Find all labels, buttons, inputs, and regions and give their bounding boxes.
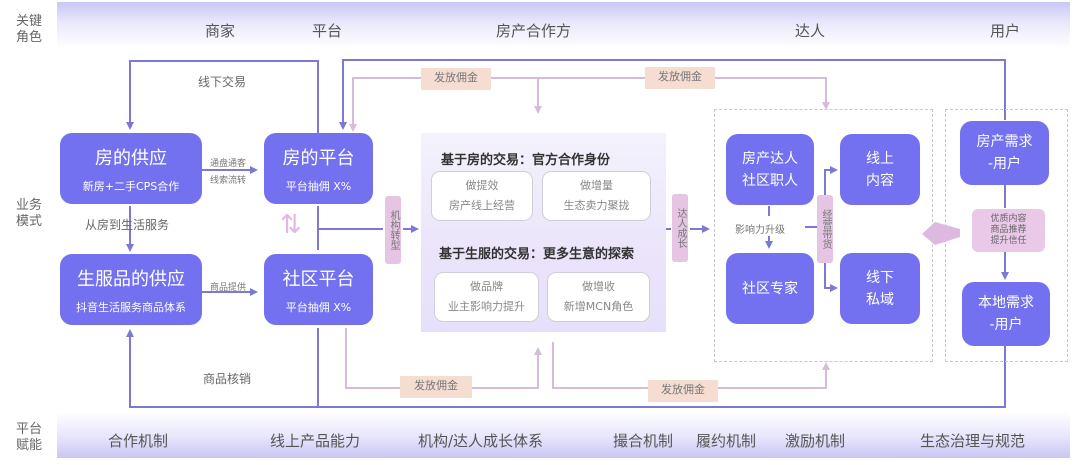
card-increment-desc: 生态卖力聚拢 (563, 199, 630, 212)
card-efficiency-title: 做提效 (465, 179, 499, 192)
card-revenue-title: 做增收 (582, 280, 615, 293)
influence-upgrade-label: 影响力升级 (735, 221, 785, 236)
online-content-box: 线上 内容 (840, 134, 920, 205)
section-house-title: 基于房的交易：官方合作身份 (441, 153, 611, 168)
commission-tag-4: 发放佣金 (648, 380, 718, 402)
org-transform-tag: 机构转型 (385, 196, 401, 264)
card-efficiency: 做提效 房产线上经营 (431, 171, 533, 221)
operate-sell-tag: 经营带货 (817, 195, 833, 263)
capability-fulfillment: 履约机制 (696, 432, 757, 450)
role-platform: 平台 (312, 22, 343, 40)
offline-trade-label: 线下交易 (198, 75, 247, 89)
card-revenue-desc: 新增MCN角色 (563, 300, 634, 313)
house-talent-box: 房产达人 社区职人 (726, 134, 814, 205)
talent-growth-tag: 达人成长 (672, 194, 688, 262)
house-platform-box: 房的平台 平台抽佣 X% (264, 133, 373, 204)
swap-arrows-icon: ⇅ (280, 210, 302, 240)
commission-top-line-3 (538, 77, 830, 110)
card-brand-title: 做品牌 (470, 280, 503, 293)
capability-cooperation: 合作机制 (108, 432, 169, 450)
offline-trade-line (126, 60, 319, 134)
offline-private-box: 线下 私域 (840, 253, 920, 324)
card-brand-desc: 业主影响力提升 (448, 300, 525, 313)
operate-to-offline (824, 263, 838, 292)
role-partner: 房产合作方 (496, 22, 572, 40)
user-to-platform-line (339, 59, 1006, 130)
capability-governance: 生态治理与规范 (920, 432, 1026, 450)
talent-region (714, 109, 933, 362)
capability-online-product: 线上产品能力 (270, 432, 361, 450)
life-supply-subtitle: 抖音生活服务商品体系 (76, 300, 186, 314)
role-merchant: 商家 (205, 22, 236, 40)
life-supply-box: 生服品的供应 抖音生活服务商品体系 (60, 254, 202, 325)
role-user: 用户 (990, 22, 1021, 40)
life-supply-title: 生服品的供应 (77, 268, 185, 290)
platform-enablement-band (57, 412, 1070, 458)
row-label-platform-enablement: 平台 赋能 (15, 422, 42, 453)
commission-tag-2: 发放佣金 (645, 67, 715, 89)
commission-tag-1: 发放佣金 (421, 68, 491, 90)
house-flow-label-1: 通盘通客 (210, 159, 247, 169)
goods-verify-label: 商品核销 (203, 372, 252, 386)
capability-incentive: 激励机制 (785, 432, 846, 450)
goods-verify-line (126, 329, 1006, 408)
house-platform-subtitle: 平台抽佣 X% (285, 179, 352, 193)
card-increment: 做增量 生态卖力聚拢 (542, 171, 651, 221)
commission-tag-3: 发放佣金 (400, 376, 472, 398)
user-region (945, 109, 1068, 362)
house-supply-box: 房的供应 新房+二手CPS合作 (60, 133, 202, 204)
house-platform-title: 房的平台 (282, 147, 355, 169)
house-demand-box: 房产需求 -用户 (960, 121, 1049, 185)
house-to-life-label: 从房到生活服务 (85, 218, 170, 232)
house-supply-subtitle: 新房+二手CPS合作 (82, 179, 180, 193)
row-label-business-model: 业务 模式 (15, 198, 42, 229)
role-talent: 达人 (795, 22, 826, 40)
house-flow-label-2: 线索流转 (210, 176, 247, 186)
community-expert-box: 社区专家 (726, 253, 814, 324)
card-increment-title: 做增量 (580, 179, 613, 192)
operate-to-online (824, 166, 838, 205)
section-life-title: 基于生服的交易：更多生意的探索 (439, 247, 635, 262)
card-efficiency-desc: 房产线上经营 (449, 199, 515, 212)
row-label-key-roles: 关键 角色 (15, 14, 42, 45)
local-demand-box: 本地需求 -用户 (962, 282, 1050, 346)
goods-provide-label: 商品提供 (210, 283, 247, 293)
capability-growth-system: 机构/达人成长体系 (418, 432, 544, 450)
card-revenue: 做增收 新增MCN角色 (547, 272, 650, 322)
community-platform-title: 社区平台 (282, 268, 355, 290)
community-platform-box: 社区平台 平台抽佣 X% (264, 254, 373, 325)
house-supply-title: 房的供应 (95, 147, 167, 169)
community-platform-subtitle: 平台抽佣 X% (285, 300, 352, 314)
card-brand: 做品牌 业主影响力提升 (434, 272, 539, 322)
partner-panel: 基于房的交易：官方合作身份 做提效 房产线上经营 做增量 生态卖力聚拢 基于生服… (421, 133, 666, 332)
capability-matching: 撮合机制 (613, 432, 674, 450)
key-roles-band (57, 2, 1070, 48)
value-box: 优质内容 商品推荐 提升信任 (972, 209, 1045, 252)
value-arrow-icon (922, 222, 960, 245)
